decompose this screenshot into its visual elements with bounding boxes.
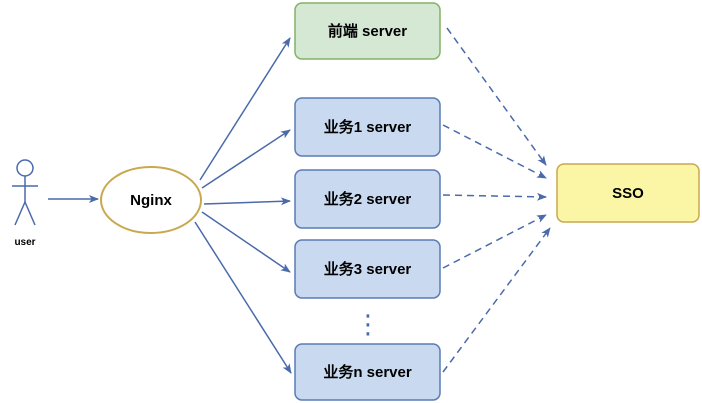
biz2-server-label: 业务2 server: [324, 190, 412, 208]
arrow-bizn-sso: [442, 227, 551, 373]
user-head: [16, 159, 34, 177]
sso-label: SSO: [612, 185, 644, 202]
nginx-ellipse: [100, 166, 202, 234]
request-arrows: [48, 37, 292, 374]
arrow-biz1-sso: [442, 124, 547, 179]
biz3-server-box: [294, 239, 441, 299]
user-leg-right: [24, 201, 36, 226]
biz3-server-label: 业务3 server: [324, 260, 412, 278]
arrow-nginx-biz1: [201, 129, 291, 189]
biz2-server-node: 业务2 server: [294, 169, 441, 229]
arrow-nginx-bizn: [194, 221, 292, 374]
biz1-server-label: 业务1 server: [324, 118, 412, 136]
arrow-nginx-frontend: [199, 37, 291, 181]
arrow-biz3-sso: [442, 214, 547, 269]
sso-arrows: [442, 27, 551, 373]
sso-node: SSO: [556, 163, 700, 223]
biz1-server-node: 业务1 server: [294, 97, 441, 157]
ellipsis-dots: ⋮: [355, 310, 381, 340]
arrow-nginx-biz3: [201, 211, 291, 273]
arrow-nginx-biz2: [203, 197, 291, 206]
bizn-server-node: 业务n server: [294, 343, 441, 401]
arrow-biz2-sso: [442, 192, 547, 201]
nginx-label: Nginx: [130, 192, 172, 209]
bizn-server-label: 业务n server: [323, 363, 412, 381]
user-label: user: [14, 237, 35, 248]
sso-box: [556, 163, 700, 223]
bizn-server-box: [294, 343, 441, 401]
nginx-node: Nginx: [100, 166, 202, 234]
arrow-frontend-sso: [446, 27, 547, 166]
frontend-server-box: [294, 2, 441, 60]
biz2-server-box: [294, 169, 441, 229]
biz1-server-box: [294, 97, 441, 157]
frontend-server-node: 前端 server: [294, 2, 441, 60]
biz3-server-node: 业务3 server: [294, 239, 441, 299]
user-leg-left: [14, 201, 26, 226]
frontend-server-label: 前端 server: [328, 22, 407, 40]
user-actor: user: [12, 159, 38, 248]
